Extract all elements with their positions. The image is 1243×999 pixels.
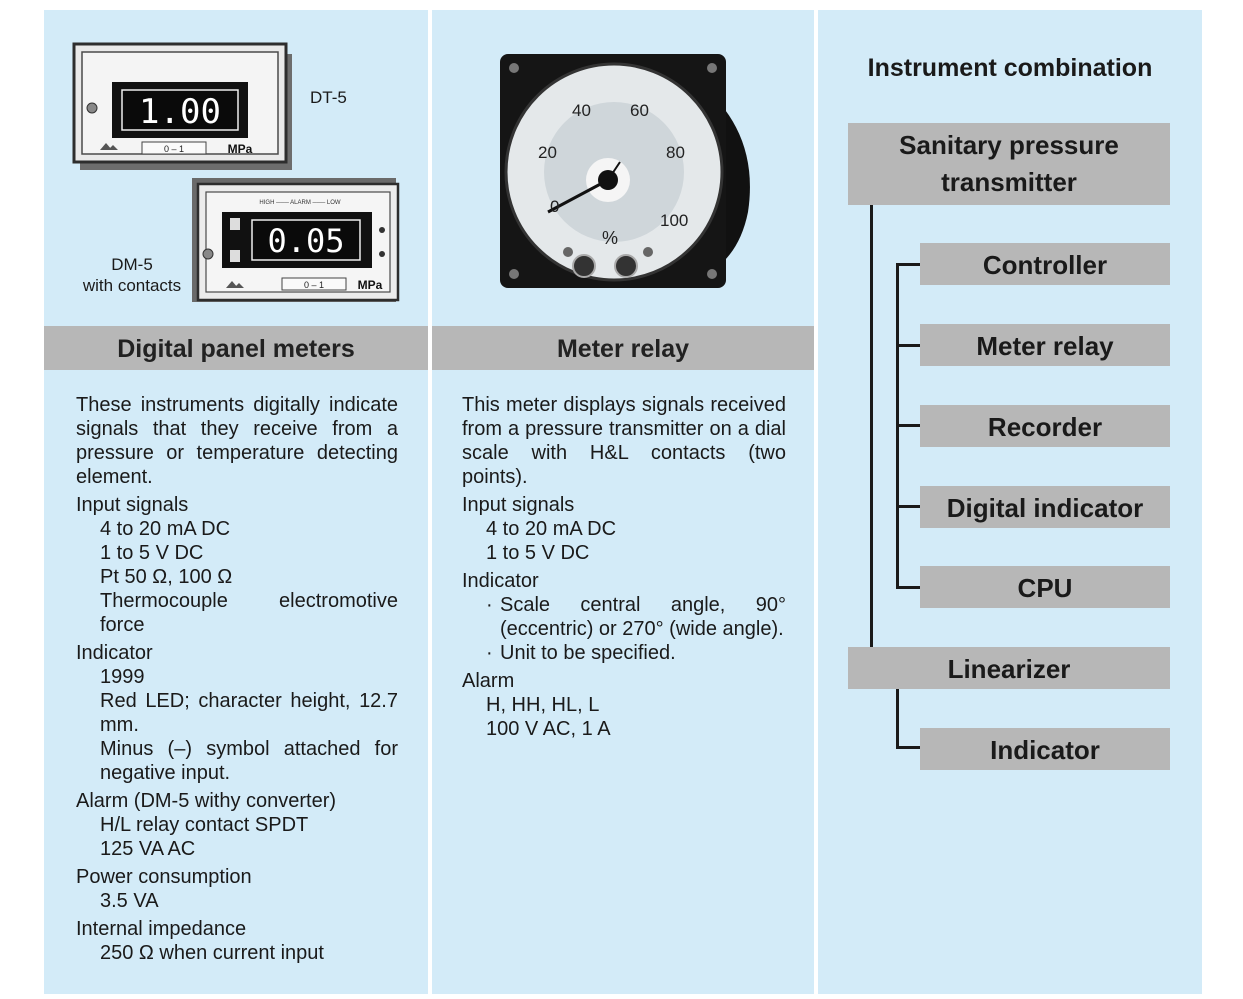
spec-line: Minus (–) symbol attached for negative i… bbox=[100, 738, 398, 784]
box-indicator: Indicator bbox=[920, 728, 1170, 770]
spec-input-signals: Input signals 4 to 20 mA DC 1 to 5 V DC … bbox=[76, 493, 398, 637]
spec-title: Input signals bbox=[462, 494, 575, 516]
dm5-meter-image: HIGH ─── ALARM ─── LOW 0.05 0 – 1 MPa bbox=[192, 178, 400, 302]
spec-line: 125 VA AC bbox=[100, 838, 196, 860]
box-recorder: Recorder bbox=[920, 405, 1170, 447]
brand-logo-icon bbox=[226, 281, 244, 288]
spec-input-signals: Input signals 4 to 20 mA DC 1 to 5 V DC bbox=[462, 493, 786, 565]
digital-panel-meters-column: 1.00 0 – 1 MPa DT-5 HIGH ─── ALARM ─── L… bbox=[44, 10, 428, 994]
dial-scale-0: 0 bbox=[550, 197, 559, 216]
spec-indicator: Indicator 1999 Red LED; character height… bbox=[76, 641, 398, 785]
spec-bullet: ·Unit to be specified. bbox=[486, 642, 676, 664]
spec-alarm: Alarm H, HH, HL, L 100 V AC, 1 A bbox=[462, 669, 786, 741]
spec-line: 4 to 20 mA DC bbox=[486, 518, 617, 540]
spec-title: Power consumption bbox=[76, 866, 252, 888]
spec-line: 4 to 20 mA DC bbox=[100, 518, 231, 540]
meter-relay-image: 0 20 40 60 80 100 % bbox=[500, 54, 750, 288]
spec-line: 1 to 5 V DC bbox=[100, 542, 204, 564]
dt5-meter-image: 1.00 0 – 1 MPa bbox=[72, 42, 292, 170]
spec-title: Alarm (DM-5 withy converter) bbox=[76, 790, 337, 812]
spec-line: 100 V AC, 1 A bbox=[486, 718, 611, 740]
dt5-unit: MPa bbox=[228, 142, 253, 156]
spec-title: Indicator bbox=[76, 642, 153, 664]
box-cpu: CPU bbox=[920, 566, 1170, 608]
spec-line: Thermocouple electromotive force bbox=[100, 590, 398, 636]
dial-scale-40: 40 bbox=[572, 101, 591, 120]
meter-relay-column: 0 20 40 60 80 100 % Meter relay This met… bbox=[432, 10, 814, 994]
instrument-combination-column: Instrument combination Sanitary pressure… bbox=[818, 10, 1202, 994]
meter-relay-description: This meter displays signals received fro… bbox=[462, 393, 786, 741]
dm5-display-value: 0.05 bbox=[267, 222, 344, 260]
spec-title: Alarm bbox=[462, 670, 515, 692]
tree-branch-line bbox=[896, 344, 920, 347]
dm5-model-label: DM-5 with contacts bbox=[82, 255, 182, 295]
dm5-alarm-strip: HIGH ─── ALARM ─── LOW bbox=[259, 200, 341, 206]
dial-scale-60: 60 bbox=[630, 101, 649, 120]
spec-indicator: Indicator ·Scale central angle, 90° (ecc… bbox=[462, 569, 786, 665]
dial-unit: % bbox=[602, 228, 618, 248]
section-heading-digital-panel-meters: Digital panel meters bbox=[44, 326, 428, 370]
spec-title: Indicator bbox=[462, 570, 539, 592]
box-controller: Controller bbox=[920, 243, 1170, 285]
tree-branch-line bbox=[896, 746, 920, 749]
tree-branch-line bbox=[896, 505, 920, 508]
spec-line: 1 to 5 V DC bbox=[486, 542, 590, 564]
section-heading-meter-relay: Meter relay bbox=[432, 326, 814, 370]
tree-branch-line bbox=[896, 263, 920, 266]
dt5-model-label: DT-5 bbox=[310, 88, 347, 107]
instrument-combination-title: Instrument combination bbox=[867, 54, 1153, 82]
dm5-unit: MPa bbox=[358, 278, 383, 292]
spec-internal-impedance: Internal impedance 250 Ω when current in… bbox=[76, 917, 398, 965]
spec-line: Pt 50 Ω, 100 Ω bbox=[100, 566, 233, 588]
spec-line: H, HH, HL, L bbox=[486, 694, 600, 716]
box-digital-indicator: Digital indicator bbox=[920, 486, 1170, 528]
digital-panel-meters-description: These instruments digitally indicate sig… bbox=[76, 393, 398, 965]
box-linearizer: Linearizer bbox=[848, 647, 1170, 689]
spec-title: Input signals bbox=[76, 494, 189, 516]
spec-line: Red LED; character height, 12.7 mm. bbox=[100, 690, 398, 736]
spec-power-consumption: Power consumption 3.5 VA bbox=[76, 865, 398, 913]
spec-line: 1999 bbox=[100, 666, 145, 688]
spec-title: Internal impedance bbox=[76, 918, 247, 940]
dt5-display-value: 1.00 bbox=[139, 92, 221, 132]
spec-line: 3.5 VA bbox=[100, 890, 159, 912]
tree-trunk-line bbox=[870, 205, 873, 647]
dt5-range: 0 – 1 bbox=[164, 144, 184, 154]
spec-line: 250 Ω when current input bbox=[100, 942, 324, 964]
tree-branch-line bbox=[896, 424, 920, 427]
dial-scale-80: 80 bbox=[666, 143, 685, 162]
dial-scale-100: 100 bbox=[660, 211, 688, 230]
box-sanitary-pressure-transmitter: Sanitary pressure transmitter bbox=[848, 123, 1170, 205]
spec-alarm: Alarm (DM-5 withy converter) H/L relay c… bbox=[76, 789, 398, 861]
tree-branch-line bbox=[896, 689, 899, 748]
brand-logo-icon bbox=[100, 143, 118, 150]
spec-line: H/L relay contact SPDT bbox=[100, 814, 309, 836]
intro-paragraph: These instruments digitally indicate sig… bbox=[76, 394, 398, 488]
box-meter-relay: Meter relay bbox=[920, 324, 1170, 366]
spec-bullet: ·Scale central angle, 90° (eccentric) or… bbox=[486, 594, 786, 640]
tree-branch-line bbox=[896, 586, 920, 589]
dm5-range: 0 – 1 bbox=[304, 280, 324, 290]
dial-scale-20: 20 bbox=[538, 143, 557, 162]
intro-paragraph: This meter displays signals received fro… bbox=[462, 394, 786, 488]
